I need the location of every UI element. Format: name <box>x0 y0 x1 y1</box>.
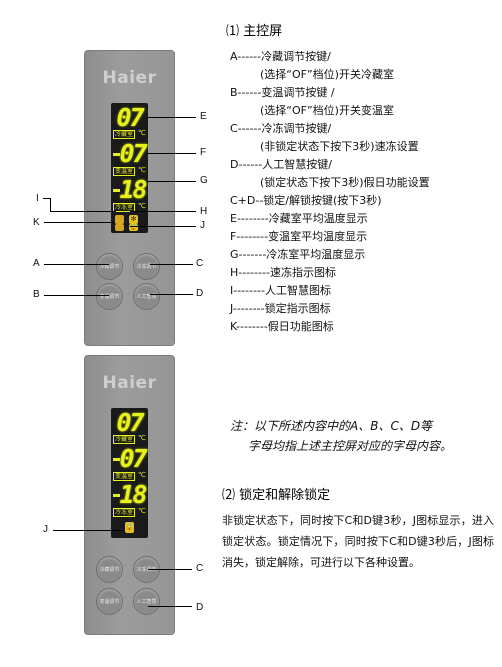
variable-temp-display: 07 <box>119 139 147 168</box>
freezer-temp-display: 18 <box>119 480 147 509</box>
callout-line-c-2 <box>148 569 192 570</box>
freezer-tag: 冷冻室 <box>113 508 136 517</box>
callout-line-d-2 <box>148 606 192 607</box>
variable-minus-sign <box>113 458 120 461</box>
brand-logo: Haier <box>102 373 157 393</box>
callout-line-i <box>43 198 50 199</box>
fridge-temp-display: 07 <box>116 408 144 437</box>
legend-row: (选择“OF”档位)开关冷藏室 <box>260 68 394 81</box>
legend-row: J--------锁定指示图标 <box>230 302 331 315</box>
fridge-temp-display: 07 <box>116 103 144 132</box>
ai-button[interactable]: 人工智慧 <box>133 588 160 615</box>
note-line-2: 字母均指上述主控屏对应的字母内容。 <box>248 439 453 453</box>
note-line-1: 注：以下所述内容中的A、B、C、D等 <box>230 419 433 433</box>
callout-label-g: G <box>200 175 208 186</box>
section1-title: ⑴ 主控屏 <box>226 24 283 39</box>
legend-row: A------冷藏调节按键/ <box>230 50 331 63</box>
callout-line-a <box>44 264 109 265</box>
lcd-display: 07 冷藏室 ℃ 07 变温室 ℃ 18 冷冻室 ℃ 🔒 <box>111 408 148 538</box>
section2-paragraph: 非锁定状态下，同时按下C和D键3秒，J图标显示，进入锁定状态。锁定情况下，同时按… <box>222 514 494 569</box>
ai-button[interactable]: 人工智慧 <box>133 283 160 310</box>
callout-label-e: E <box>200 111 207 122</box>
callout-label-d-2: D <box>196 602 204 613</box>
callout-line-f <box>147 153 196 154</box>
callout-label-b: B <box>33 289 40 300</box>
lock-icon: 🔒 <box>129 224 138 231</box>
control-panel-locked: Haier 07 冷藏室 ℃ 07 变温室 ℃ 18 冷冻室 ℃ 🔒 冷藏调节 … <box>84 355 175 635</box>
callout-label-a: A <box>33 258 40 269</box>
legend-row: I--------人工智慧图标 <box>230 284 331 297</box>
variable-adjust-button[interactable]: 变温调节 <box>96 588 123 615</box>
variable-tag: 变温室 <box>113 167 136 176</box>
fridge-deg: ℃ <box>138 434 146 442</box>
section2-title: ⑵ 锁定和解除锁定 <box>222 488 331 503</box>
fridge-tag: 冷藏室 <box>113 130 136 139</box>
variable-deg: ℃ <box>138 471 146 479</box>
fridge-deg: ℃ <box>138 129 146 137</box>
callout-label-h: H <box>200 206 208 217</box>
callout-label-j-2: J <box>43 524 48 535</box>
legend-row: (锁定状态下按下3秒)假日功能设置 <box>260 176 430 189</box>
legend-row: D------人工智慧按键/ <box>230 158 332 171</box>
variable-tag: 变温室 <box>113 472 136 481</box>
legend-row: G-------冷冻室平均温度显示 <box>230 248 366 261</box>
callout-label-j: J <box>200 220 205 231</box>
fridge-tag: 冷藏室 <box>113 435 136 444</box>
freezer-minus-sign <box>113 189 120 192</box>
variable-temp-display: 07 <box>119 444 147 473</box>
brand-logo: Haier <box>102 68 157 88</box>
callout-line-j-2 <box>53 530 123 531</box>
callout-line-i-end <box>50 211 116 212</box>
legend-row: B------变温调节按键 / <box>230 86 335 99</box>
callout-line-h <box>130 211 196 212</box>
legend-row: H--------速冻指示图标 <box>230 266 337 279</box>
legend-row: (非锁定状态下按下3秒)速冻设置 <box>260 140 419 153</box>
holiday-icon <box>115 224 124 231</box>
callout-line-g <box>147 181 196 182</box>
key-legend-list: A------冷藏调节按键/ (选择“OF”档位)开关冷藏室 B------变温… <box>230 48 495 336</box>
freezer-adjust-button[interactable]: 冷冻调节 <box>133 253 160 280</box>
legend-row: (选择“OF”档位)开关变温室 <box>260 104 394 117</box>
variable-minus-sign <box>113 153 120 156</box>
callout-line-c <box>150 264 193 265</box>
fridge-adjust-button[interactable]: 冷藏调节 <box>96 253 123 280</box>
callout-label-c-2: C <box>196 563 204 574</box>
callout-line-e <box>147 117 196 118</box>
callout-label-i: I <box>36 193 39 204</box>
callout-label-f: F <box>200 147 207 158</box>
callout-line-b <box>44 295 109 296</box>
control-panel-main: Haier 07 冷藏室 ℃ 07 变温室 ℃ 18 冷冻室 ℃ ✻ 🔒 冷藏调… <box>84 50 175 346</box>
callout-label-k: K <box>33 217 40 228</box>
freezer-deg: ℃ <box>138 507 146 515</box>
lcd-display: 07 冷藏室 ℃ 07 变温室 ℃ 18 冷冻室 ℃ ✻ 🔒 <box>111 103 148 233</box>
fridge-adjust-button[interactable]: 冷藏调节 <box>96 556 123 583</box>
callout-line-i-vert <box>50 198 51 211</box>
legend-row: E--------冷藏室平均温度显示 <box>230 212 368 225</box>
callout-label-d: D <box>196 288 204 299</box>
legend-row: K--------假日功能图标 <box>230 320 334 333</box>
legend-row: F--------变温室平均温度显示 <box>230 230 368 243</box>
legend-row: C------冷冻调节按键/ <box>230 122 332 135</box>
ai-mode-icon <box>115 215 124 224</box>
legend-row: C+D--锁定/解锁按键(按下3秒) <box>230 194 382 207</box>
variable-deg: ℃ <box>138 166 146 174</box>
freezer-deg: ℃ <box>138 202 146 210</box>
freezer-temp-display: 18 <box>119 175 147 204</box>
callout-line-d <box>150 294 193 295</box>
freezer-tag: 冷冻室 <box>113 203 136 212</box>
callout-line-j <box>130 226 196 227</box>
variable-adjust-button[interactable]: 变温调节 <box>96 283 123 310</box>
freezer-minus-sign <box>113 494 120 497</box>
note-block: 注：以下所述内容中的A、B、C、D等 字母均指上述主控屏对应的字母内容。 <box>230 416 492 456</box>
callout-line-k <box>44 222 114 223</box>
lock-icon: 🔒 <box>125 522 134 533</box>
quick-freeze-icon: ✻ <box>129 215 138 224</box>
callout-label-c: C <box>196 258 204 269</box>
